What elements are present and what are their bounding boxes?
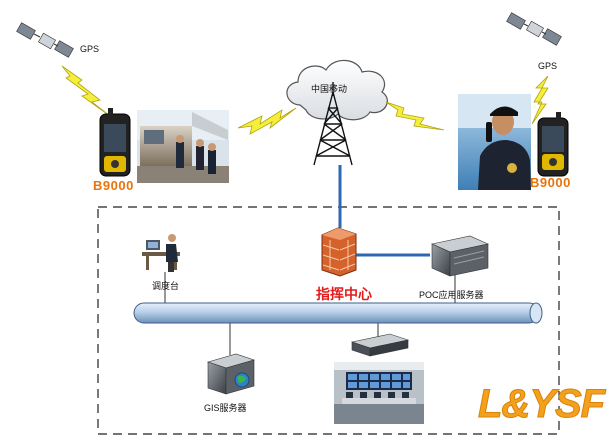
bolt-left-cloud <box>237 107 297 135</box>
bolt-cloud-right <box>385 101 445 131</box>
dispatch-console <box>142 234 180 272</box>
brand-logo: L&YSF <box>477 382 605 427</box>
officer-photo <box>458 94 531 190</box>
device-label-left: B9000 <box>93 178 134 193</box>
poc-server <box>431 235 489 277</box>
bolt-gps-left <box>61 65 111 117</box>
dispatch-label: 调度台 <box>152 281 180 291</box>
b9000-phone-right <box>537 112 569 177</box>
radio-tower <box>313 82 353 166</box>
command-center-title: 指挥中心 <box>316 286 372 302</box>
gps-label-left: GPS <box>80 44 100 54</box>
gps-satellite-right <box>506 12 562 46</box>
wireless-bolts <box>61 65 549 135</box>
gis-server <box>206 353 256 395</box>
command-center-boundary <box>97 206 560 435</box>
inspection-photo <box>137 110 229 183</box>
device-label-right: B9000 <box>530 175 571 190</box>
rack-server <box>350 333 410 357</box>
gps-satellite-left <box>16 22 74 58</box>
bolt-gps-right <box>531 75 549 125</box>
firewall <box>321 227 357 277</box>
gis-server-label: GIS服务器 <box>204 403 247 413</box>
control-room-photo <box>334 362 424 424</box>
gps-label-right: GPS <box>538 61 558 71</box>
network-bus <box>133 302 543 324</box>
poc-server-label: POC应用服务器 <box>419 290 484 300</box>
network-label: 中国移动 <box>311 84 348 94</box>
b9000-phone-left <box>99 108 131 177</box>
